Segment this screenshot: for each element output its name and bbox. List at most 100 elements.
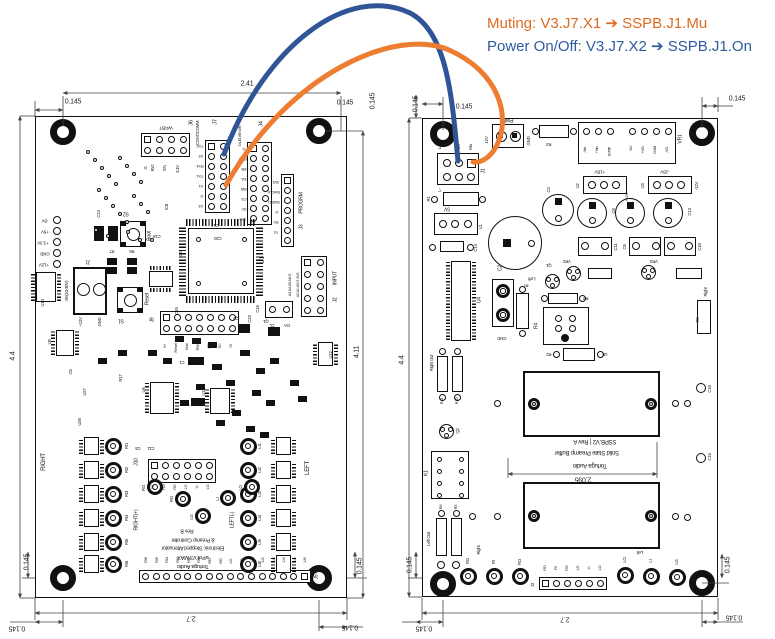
pad xyxy=(464,220,472,228)
silk-label: DA xyxy=(284,323,290,329)
header-pin xyxy=(180,136,187,143)
silk-label: Left Out xyxy=(425,532,431,546)
pad xyxy=(268,305,276,313)
silk-label: LG xyxy=(184,484,189,490)
silk-label: LI2 xyxy=(260,557,265,563)
silk-label: J5 xyxy=(313,574,320,580)
smd-component xyxy=(270,358,279,364)
pad xyxy=(458,480,464,486)
header-pin xyxy=(304,259,311,266)
via xyxy=(132,172,136,176)
smd-component xyxy=(107,267,117,274)
header-pin xyxy=(269,573,277,580)
dimension-label: 0.145 xyxy=(455,103,473,111)
silk-label: X1 xyxy=(198,184,204,189)
smd-component xyxy=(290,380,299,386)
header-pin xyxy=(196,325,203,332)
component-outline xyxy=(563,348,595,361)
dip-pins xyxy=(145,383,149,413)
transistor-pin xyxy=(649,267,655,273)
silk-label: LG xyxy=(228,558,233,564)
qfp-pins xyxy=(186,296,256,303)
smd-component xyxy=(240,350,250,356)
fiducial xyxy=(195,280,201,286)
header-pin xyxy=(156,136,163,143)
dip-ic xyxy=(36,272,56,302)
header-pin xyxy=(220,143,227,150)
silk-label: Left xyxy=(528,275,536,281)
via xyxy=(150,238,154,242)
silk-label: LI5 xyxy=(292,557,297,563)
dimension-label: 0.145 xyxy=(724,556,732,574)
transistor-pin xyxy=(553,276,559,282)
pad xyxy=(466,243,474,251)
pad xyxy=(568,324,576,332)
pad xyxy=(438,347,446,355)
header-pin xyxy=(262,175,269,182)
header-pin xyxy=(284,197,291,204)
silk-label: R5 xyxy=(453,504,458,510)
silk-label: RO xyxy=(516,558,522,566)
silk-label: 12V xyxy=(483,136,489,144)
silk-label: RI4 xyxy=(164,557,169,563)
silk-label: SWCLK xyxy=(267,189,281,194)
header-pin xyxy=(205,573,213,580)
header-pin xyxy=(262,205,269,212)
dip-pins xyxy=(334,343,338,365)
dimension-label: 2.095 xyxy=(574,475,592,483)
component-outline xyxy=(466,158,476,168)
silk-label: Q2 xyxy=(454,428,460,434)
button-contact xyxy=(137,288,142,292)
header-pin xyxy=(208,183,215,190)
dip-pins xyxy=(271,438,275,454)
silk-label: C13 xyxy=(95,210,101,218)
dip-ic xyxy=(84,533,99,551)
smd-component xyxy=(266,400,275,406)
header-pin xyxy=(250,145,257,152)
silk-label: C23 xyxy=(246,315,252,323)
silk-label: Mu xyxy=(467,144,473,150)
smd-component xyxy=(512,133,517,138)
silk-label: PROGRM xyxy=(298,192,305,214)
cap-pad xyxy=(554,214,562,222)
silk-label: V+ xyxy=(163,343,168,349)
silk-label: U27 xyxy=(81,388,87,396)
silk-label: RX1 xyxy=(196,164,204,169)
smd-component xyxy=(188,357,204,365)
silk-label: LI xyxy=(195,485,200,489)
header-pin xyxy=(162,462,169,469)
button-contact xyxy=(118,308,123,312)
silk-label: C18 xyxy=(153,234,161,240)
silk-label: LG xyxy=(673,559,679,565)
pad xyxy=(665,181,673,189)
dip-ic xyxy=(318,342,333,366)
button-contact xyxy=(121,242,126,246)
dimension-label: 0.145 xyxy=(415,624,433,632)
pad-hole xyxy=(648,513,654,519)
pad xyxy=(578,294,586,302)
silk-label: LO xyxy=(206,484,211,490)
silk-label: LO xyxy=(237,485,243,491)
silk-label: LI xyxy=(587,566,592,570)
header-pin xyxy=(586,580,593,587)
qfp-pins xyxy=(256,226,263,296)
dip-pins xyxy=(79,556,83,572)
header-pin xyxy=(317,259,324,266)
cap-pad xyxy=(626,217,634,224)
component-outline xyxy=(436,518,447,556)
transistor-pin xyxy=(447,426,453,432)
pad xyxy=(527,239,535,247)
smd-component xyxy=(192,338,201,344)
transistor-pin xyxy=(549,282,555,288)
silk-label: LG xyxy=(188,514,194,520)
silk-label: Electronic Stepped Attenuator xyxy=(161,544,225,551)
pad xyxy=(606,127,614,135)
silk-label: A3 A4 A5 A6 G xyxy=(288,273,293,297)
silk-label: X2 xyxy=(198,154,204,159)
header-pin xyxy=(262,215,269,222)
via xyxy=(138,238,142,242)
pad xyxy=(92,282,106,296)
smd-component xyxy=(260,432,269,438)
silk-label: U1 xyxy=(260,256,266,264)
via xyxy=(106,234,110,238)
